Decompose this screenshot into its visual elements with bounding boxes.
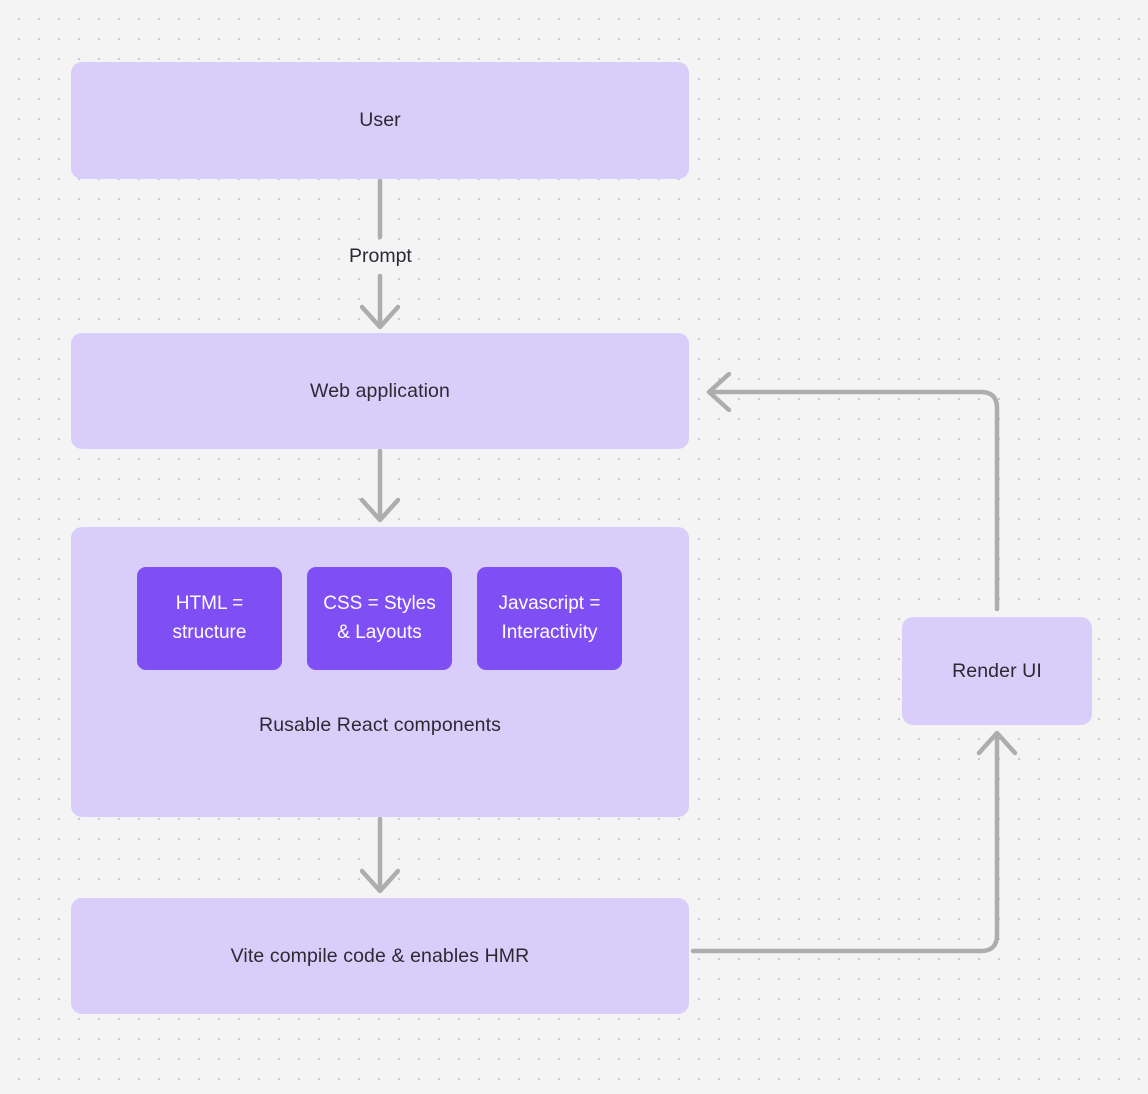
chip-javascript-interactivity[interactable]: Javascript = Interactivity bbox=[477, 567, 622, 670]
chip-html-line2: structure bbox=[172, 621, 247, 643]
chip-javascript-line1: Javascript = bbox=[498, 593, 601, 614]
node-vite-compile[interactable]: Vite compile code & enables HMR bbox=[71, 898, 689, 1014]
arrowhead-left-web-app bbox=[706, 371, 732, 413]
arrowhead-down-web-app bbox=[359, 304, 401, 330]
chip-html-text: HTML = structure bbox=[173, 590, 247, 647]
node-vite-compile-label: Vite compile code & enables HMR bbox=[230, 944, 530, 967]
node-user[interactable]: User bbox=[71, 62, 689, 179]
chip-html-structure[interactable]: HTML = structure bbox=[137, 567, 282, 670]
chip-javascript-line2: Interactivity bbox=[501, 621, 598, 643]
node-render-ui-label: Render UI bbox=[952, 659, 1042, 682]
node-render-ui[interactable]: Render UI bbox=[902, 617, 1092, 725]
chip-css-text: CSS = Styles & Layouts bbox=[323, 590, 435, 647]
edge-label-prompt: Prompt bbox=[343, 245, 418, 268]
chip-css-line1: CSS = Styles bbox=[323, 593, 436, 614]
arrowhead-down-components bbox=[359, 497, 401, 523]
node-web-application-label: Web application bbox=[310, 379, 450, 402]
arrowhead-up-render-ui bbox=[976, 730, 1018, 756]
edge-render-ui-to-web-app bbox=[708, 389, 1000, 612]
chip-javascript-text: Javascript = Interactivity bbox=[499, 590, 601, 647]
chip-html-line1: HTML = bbox=[175, 593, 244, 614]
node-user-label: User bbox=[359, 109, 401, 132]
node-reusable-react-components-label: Rusable React components bbox=[259, 714, 501, 736]
chip-css-line2: & Layouts bbox=[337, 621, 422, 643]
edge-vite-to-render-ui bbox=[690, 732, 1000, 954]
node-web-application[interactable]: Web application bbox=[71, 333, 689, 449]
chip-css-styles-layouts[interactable]: CSS = Styles & Layouts bbox=[307, 567, 452, 670]
arrowhead-down-vite bbox=[359, 868, 401, 894]
